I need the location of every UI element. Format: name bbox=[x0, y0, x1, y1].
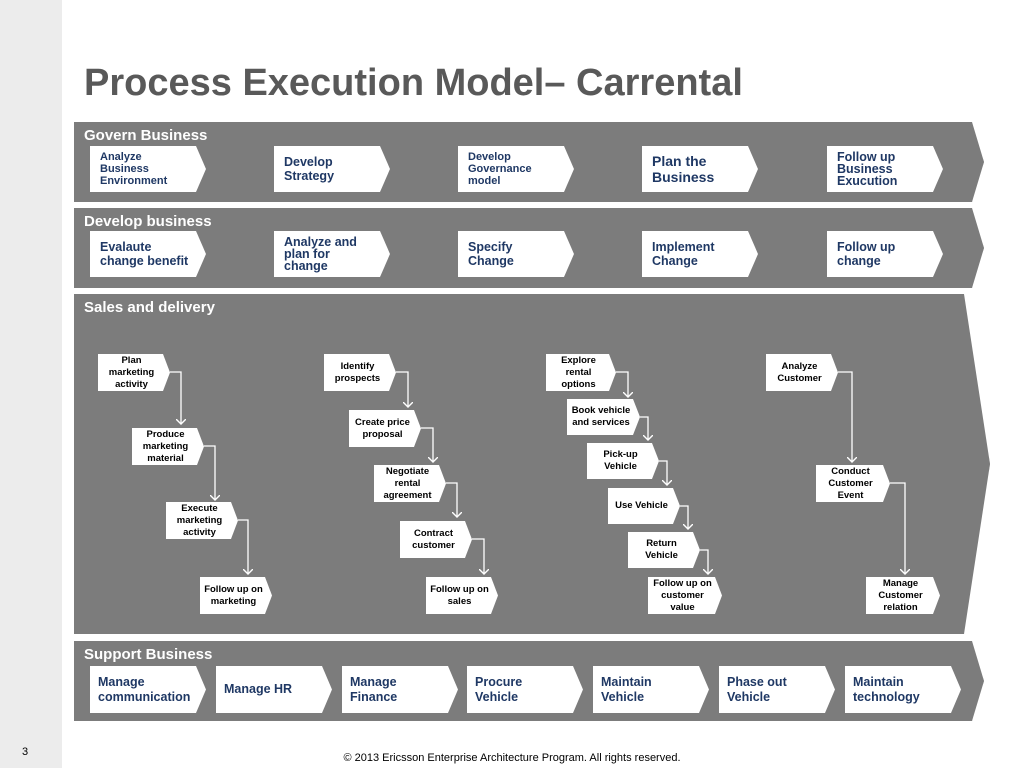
step-label: Analyze and plan for change bbox=[284, 235, 357, 273]
step-label: Negotiate rental agreement bbox=[383, 465, 432, 501]
step-label: Use Vehicle bbox=[615, 500, 668, 511]
sales-step-explore-rental[interactable]: Explore rental options bbox=[546, 354, 616, 391]
flow-arrow bbox=[659, 460, 667, 485]
sales-step-pick-up-vehicle[interactable]: Pick-up Vehicle bbox=[587, 443, 659, 479]
govern-step-analyze-environment[interactable]: Analyze Business Environment bbox=[90, 146, 206, 192]
page-title: Process Execution Model– Carrental bbox=[84, 62, 743, 104]
sales-step-produce-marketing[interactable]: Produce marketing material bbox=[132, 428, 204, 465]
step-label: Analyze Customer bbox=[777, 360, 822, 384]
step-label: Specify Change bbox=[468, 240, 514, 268]
support-step-maintain-vehicle[interactable]: Maintain Vehicle bbox=[593, 666, 709, 713]
band-title-develop: Develop business bbox=[84, 213, 212, 230]
step-label: Contract customer bbox=[412, 527, 455, 551]
step-label: Manage Finance bbox=[350, 674, 398, 704]
support-step-manage-communication[interactable]: Manage communication bbox=[90, 666, 206, 713]
sales-step-create-price-proposal[interactable]: Create price proposal bbox=[349, 410, 421, 447]
govern-business-band: Govern Business Analyze Business Environ… bbox=[74, 122, 984, 202]
sales-step-book-vehicle[interactable]: Book vehicle and services bbox=[567, 399, 640, 435]
step-label: Conduct Customer Event bbox=[828, 465, 873, 501]
govern-step-plan-business[interactable]: Plan the Business bbox=[642, 146, 758, 192]
sales-step-follow-up-sales[interactable]: Follow up on sales bbox=[426, 577, 498, 614]
flow-arrow bbox=[640, 416, 648, 440]
step-label: Follow up change bbox=[837, 240, 896, 268]
develop-step-evaluate-benefit[interactable]: Evalaute change benefit bbox=[90, 231, 206, 277]
step-label: Develop Governance model bbox=[468, 151, 532, 187]
step-label: Return Vehicle bbox=[645, 538, 678, 561]
step-label: Execute marketing activity bbox=[176, 502, 223, 538]
flow-arrow bbox=[446, 482, 457, 517]
sales-step-conduct-customer-event[interactable]: Conduct Customer Event bbox=[816, 465, 890, 502]
step-label: Follow up Business Exucution bbox=[837, 150, 898, 188]
sales-step-follow-up-marketing[interactable]: Follow up on marketing bbox=[200, 577, 272, 614]
flow-arrow bbox=[472, 538, 484, 574]
develop-step-analyze-plan-change[interactable]: Analyze and plan for change bbox=[274, 231, 390, 277]
step-label: Follow up on marketing bbox=[204, 583, 263, 607]
flow-arrow bbox=[421, 427, 433, 462]
sales-step-execute-marketing[interactable]: Execute marketing activity bbox=[166, 502, 238, 539]
govern-step-follow-up-execution[interactable]: Follow up Business Exucution bbox=[827, 146, 943, 192]
step-label: Create price proposal bbox=[355, 416, 410, 440]
step-label: Explore rental options bbox=[561, 354, 596, 390]
sales-step-manage-customer-relation[interactable]: Manage Customer relation bbox=[866, 577, 940, 614]
left-margin-strip bbox=[0, 0, 62, 768]
step-label: Maintain Vehicle bbox=[601, 674, 652, 704]
step-label: Analyze Business Environment bbox=[100, 151, 168, 187]
step-label: Implement Change bbox=[652, 240, 715, 268]
sales-step-identify-prospects[interactable]: Identify prospects bbox=[324, 354, 396, 391]
support-step-procure-vehicle[interactable]: Procure Vehicle bbox=[467, 666, 583, 713]
flow-arrow bbox=[700, 549, 708, 574]
band-title-support: Support Business bbox=[84, 646, 213, 663]
step-label: Develop Strategy bbox=[284, 155, 335, 183]
step-label: Follow up on sales bbox=[430, 583, 489, 607]
flow-arrow bbox=[396, 371, 408, 407]
step-label: Manage HR bbox=[224, 682, 293, 696]
support-step-manage-hr[interactable]: Manage HR bbox=[216, 666, 332, 713]
develop-step-implement-change[interactable]: Implement Change bbox=[642, 231, 758, 277]
step-label: Follow up on customer value bbox=[653, 577, 712, 613]
step-label: Book vehicle and services bbox=[571, 405, 631, 428]
sales-step-use-vehicle[interactable]: Use Vehicle bbox=[608, 488, 680, 524]
develop-business-band: Develop business Evalaute change benefit… bbox=[74, 208, 984, 288]
step-label: Produce marketing material bbox=[142, 428, 189, 464]
sales-step-follow-up-customer-value[interactable]: Follow up on customer value bbox=[648, 577, 722, 614]
step-label: Phase out Vehicle bbox=[727, 674, 787, 704]
support-step-manage-finance[interactable]: Manage Finance bbox=[342, 666, 458, 713]
govern-step-governance-model[interactable]: Develop Governance model bbox=[458, 146, 574, 192]
step-label: Plan marketing activity bbox=[108, 354, 155, 390]
flow-arrow bbox=[838, 371, 852, 462]
step-label: Identify prospects bbox=[334, 360, 381, 384]
step-label: Plan the Business bbox=[652, 153, 715, 185]
step-label: Manage communication bbox=[98, 674, 191, 704]
step-label: Pick-up Vehicle bbox=[603, 449, 638, 472]
step-label: Maintain technology bbox=[853, 674, 920, 704]
step-label: Evalaute change benefit bbox=[100, 240, 189, 268]
copyright-footer: © 2013 Ericsson Enterprise Architecture … bbox=[0, 752, 1024, 764]
sales-step-return-vehicle[interactable]: Return Vehicle bbox=[628, 532, 700, 568]
sales-step-negotiate-agreement[interactable]: Negotiate rental agreement bbox=[374, 465, 446, 502]
flow-arrow bbox=[680, 505, 688, 529]
support-step-phase-out-vehicle[interactable]: Phase out Vehicle bbox=[719, 666, 835, 713]
sales-step-contract-customer[interactable]: Contract customer bbox=[400, 521, 472, 558]
flow-arrow bbox=[204, 445, 215, 500]
band-title-govern: Govern Business bbox=[84, 127, 208, 144]
copyright-text: © 2013 Ericsson Enterprise Architecture … bbox=[343, 752, 681, 764]
step-label: Procure Vehicle bbox=[475, 674, 523, 704]
develop-step-follow-up-change[interactable]: Follow up change bbox=[827, 231, 943, 277]
sales-step-analyze-customer[interactable]: Analyze Customer bbox=[766, 354, 838, 391]
page-number: 3 bbox=[22, 746, 29, 758]
sales-step-plan-marketing[interactable]: Plan marketing activity bbox=[98, 354, 170, 391]
flow-arrow bbox=[616, 371, 628, 397]
support-business-band: Support Business Manage communication Ma… bbox=[74, 641, 984, 721]
flow-arrow bbox=[170, 371, 181, 424]
flow-arrow bbox=[238, 519, 248, 574]
develop-step-specify-change[interactable]: Specify Change bbox=[458, 231, 574, 277]
support-step-maintain-technology[interactable]: Maintain technology bbox=[845, 666, 961, 713]
step-label: Manage Customer relation bbox=[878, 577, 923, 613]
govern-step-develop-strategy[interactable]: Develop Strategy bbox=[274, 146, 390, 192]
band-title-sales: Sales and delivery bbox=[84, 299, 215, 316]
flow-arrow bbox=[890, 482, 905, 574]
